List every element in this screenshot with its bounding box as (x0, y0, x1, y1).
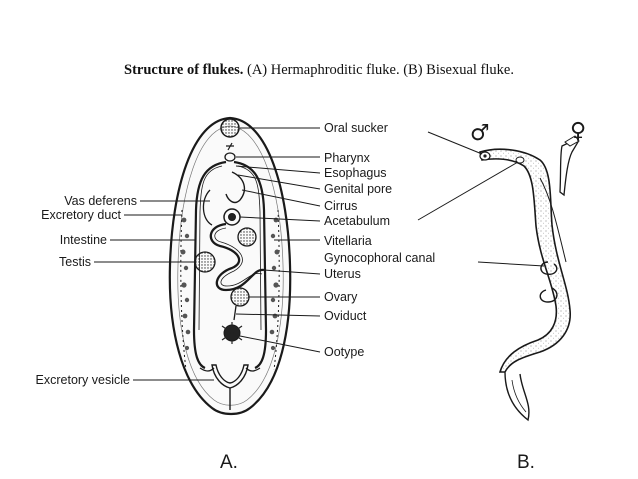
oral-sucker-shape (220, 118, 240, 138)
figure-caption: Structure of flukes. (A) Hermaphroditic … (0, 62, 638, 79)
female-symbol-icon: ♀ (570, 119, 586, 144)
label-oral-sucker: Oral sucker (324, 121, 388, 135)
panel-label-a: A. (220, 452, 238, 473)
label-uterus: Uterus (324, 267, 361, 281)
label-intestine: Intestine (60, 233, 107, 247)
label-ootype: Ootype (324, 345, 364, 359)
leader-lines-b (417, 131, 545, 267)
caption-title: Structure of flukes. (124, 62, 244, 78)
testis-lower (194, 251, 216, 273)
ovary-shape (230, 287, 250, 307)
label-cirrus: Cirrus (324, 199, 357, 213)
label-genital-pore: Genital pore (324, 182, 392, 196)
label-esophagus: Esophagus (324, 166, 387, 180)
label-oviduct: Oviduct (324, 309, 367, 323)
label-gynocophoral-canal: Gynocophoral canal (324, 251, 435, 265)
male-worm-body (479, 148, 571, 373)
testis-upper (237, 227, 257, 247)
female-worm-tail (504, 371, 530, 422)
fluke-b-drawing (479, 135, 580, 422)
uterus-coils (209, 222, 265, 292)
label-excretory-vesicle: Excretory vesicle (36, 373, 131, 387)
leader-lines-left (94, 200, 214, 381)
label-testis: Testis (59, 255, 91, 269)
label-ovary: Ovary (324, 290, 358, 304)
intestine-left (192, 160, 227, 370)
label-vas-deferens: Vas deferens (64, 194, 137, 208)
label-acetabulum: Acetabulum (324, 214, 390, 228)
male-symbol-icon: ♂ (470, 121, 490, 146)
excretory-vesicle-shape (211, 364, 249, 389)
female-worm-body (559, 140, 579, 197)
intestine-right (233, 160, 268, 370)
caption-text: (A) Hermaphroditic fluke. (B) Bisexual f… (243, 62, 514, 78)
label-vitellaria: Vitellaria (324, 234, 372, 248)
fluke-a-drawing (168, 116, 292, 416)
fluke-a-body (168, 116, 292, 416)
label-excretory-duct: Excretory duct (41, 208, 121, 222)
label-pharynx: Pharynx (324, 151, 371, 165)
leader-lines-right (235, 127, 321, 353)
panel-label-b: B. (517, 452, 535, 473)
